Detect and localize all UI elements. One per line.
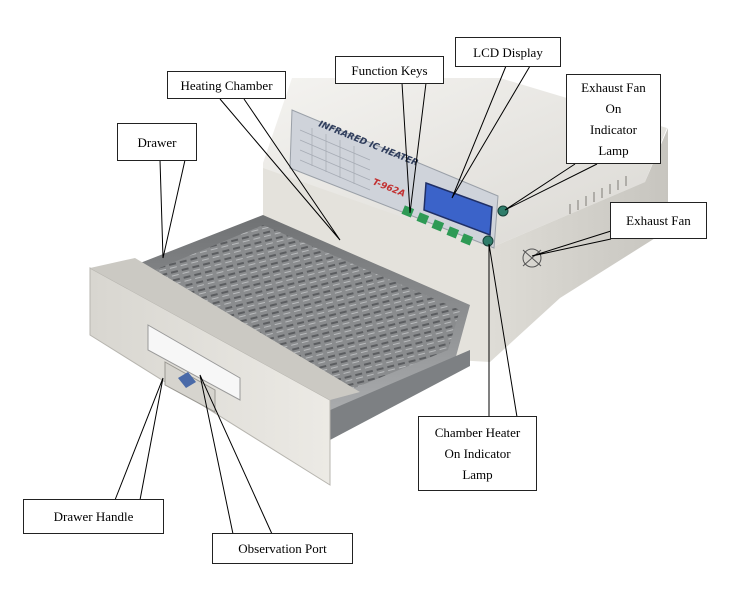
leader-drawer (159, 159, 186, 259)
drawer-tray (135, 215, 470, 440)
side-vents (569, 176, 627, 214)
label-exhaust-fan-lamp-line-2: On (605, 101, 622, 116)
label-heating-chamber: Heating Chamber (167, 71, 286, 99)
label-lcd-display-text: LCD Display (473, 44, 543, 60)
label-heating-chamber-text: Heating Chamber (180, 77, 273, 93)
label-observation-port-text: Observation Port (238, 541, 327, 556)
drawer-front (89, 258, 360, 486)
function-key-4[interactable] (446, 226, 460, 239)
label-chamber-heater-lamp-line-3: Lamp (462, 467, 493, 482)
label-exhaust-fan-text: Exhaust Fan (626, 213, 691, 228)
leader-exhaust-fan-lamp (504, 163, 598, 211)
label-exhaust-fan-lamp-line-4: Lamp (598, 143, 629, 158)
leader-lcd-display (451, 65, 531, 199)
exhaust-fan-grille (522, 248, 542, 268)
drawer-handle-logo (178, 372, 196, 388)
leader-lines (114, 65, 612, 535)
function-key-5[interactable] (460, 233, 474, 246)
label-observation-port: Observation Port (212, 533, 353, 564)
drawer-handle-plate (164, 361, 216, 413)
observation-port-window (147, 324, 241, 401)
leader-heating-chamber (219, 98, 341, 241)
label-function-keys: Function Keys (335, 56, 444, 84)
label-chamber-heater-lamp: Chamber Heater On Indicator Lamp (418, 416, 537, 491)
label-function-keys-text: Function Keys (351, 62, 428, 78)
function-key-3[interactable] (431, 219, 445, 232)
panel-grid (299, 128, 371, 191)
label-chamber-heater-lamp-line-2: On Indicator (444, 446, 511, 461)
label-drawer-text: Drawer (137, 134, 177, 150)
tray-slots (150, 225, 460, 398)
chamber-heater-lamp (482, 235, 494, 247)
leader-function-keys (401, 82, 427, 214)
label-exhaust-fan-lamp-line-1: Exhaust Fan (581, 80, 646, 95)
label-drawer-handle-text: Drawer Handle (53, 509, 134, 524)
leader-drawer-handle (114, 377, 164, 501)
label-drawer-handle: Drawer Handle (23, 499, 164, 534)
leader-exhaust-fan (531, 230, 612, 257)
label-exhaust-fan-lamp-line-3: Indicator (590, 122, 637, 137)
label-exhaust-fan-lamp: Exhaust Fan On Indicator Lamp (566, 74, 661, 164)
drawer-front-top (90, 258, 360, 400)
oven-right-side (490, 128, 668, 362)
exhaust-fan-lamp (497, 205, 509, 217)
label-drawer: Drawer (117, 123, 197, 161)
lcd-screen (423, 181, 493, 237)
label-chamber-heater-lamp-line-1: Chamber Heater (434, 425, 521, 440)
function-key-2[interactable] (416, 212, 430, 225)
label-lcd-display: LCD Display (455, 37, 561, 67)
leader-chamber-heater-lamp (488, 243, 518, 418)
function-keys (401, 205, 474, 246)
leader-observation-port (199, 374, 273, 535)
drawer-rail (330, 350, 470, 440)
label-exhaust-fan: Exhaust Fan (610, 202, 707, 239)
